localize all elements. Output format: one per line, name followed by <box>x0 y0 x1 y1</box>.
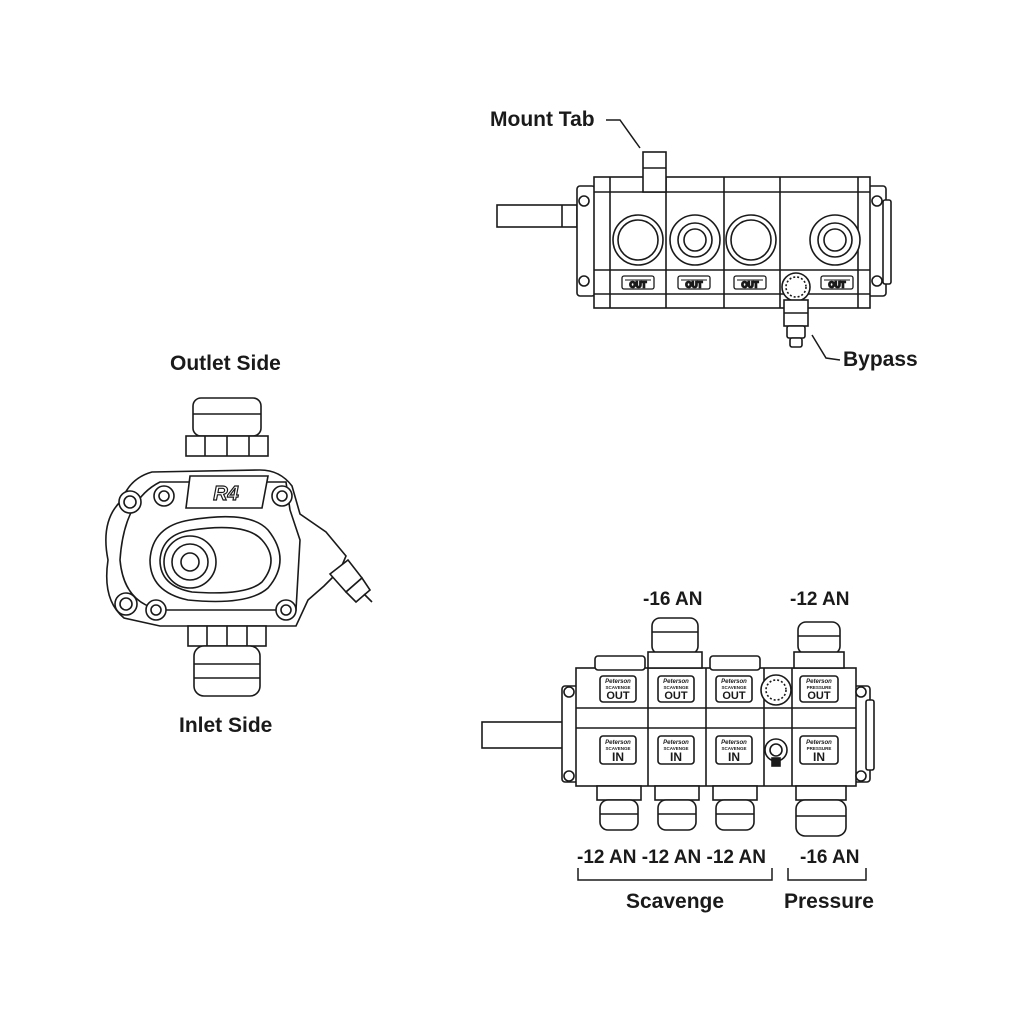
bottom-pump-view <box>481 617 875 837</box>
top-decal-out-2 <box>677 275 711 291</box>
top-16an-label: -16 AN <box>643 589 703 610</box>
decal-brand-1: Peterson <box>605 679 631 685</box>
scavenge-in-decal-2 <box>657 735 695 765</box>
decal-in-1: IN <box>612 750 624 764</box>
inlet-side-label: Inlet Side <box>179 714 273 737</box>
decal-pressure-2: PRESSURE <box>807 746 832 751</box>
decal-in-2: IN <box>670 750 682 764</box>
bottom-fitting-12an-2 <box>654 785 700 831</box>
decal-brand-3: Peterson <box>721 679 747 685</box>
end-pump-view: R4 <box>105 397 373 697</box>
scavenge-out-decal-2 <box>657 675 695 703</box>
decal-out-4: OUT <box>807 690 831 702</box>
end-shaft-hub <box>163 535 217 589</box>
decal-scavenge-5: SCAVENGE <box>664 746 689 751</box>
mount-tab-label: Mount Tab <box>490 108 595 131</box>
decal-scavenge-3: SCAVENGE <box>722 685 747 690</box>
top-decal-out-4 <box>820 275 854 291</box>
bottom-fitting-16an <box>795 785 847 837</box>
scavenge-out-decal-1 <box>599 675 637 703</box>
drive-shaft <box>496 204 578 228</box>
top-fitting-12an <box>793 621 845 669</box>
scavenge-in-decal-3 <box>715 735 753 765</box>
decal-in-3: IN <box>728 750 740 764</box>
top-decal-out-3 <box>733 275 767 291</box>
bottom-drive-shaft <box>481 721 565 749</box>
scavenge-label: Scavenge <box>626 890 725 913</box>
decal-brand-6: Peterson <box>663 740 689 746</box>
pressure-bracket <box>787 868 867 881</box>
top-port-1 <box>612 214 664 266</box>
decal-brand-7: Peterson <box>721 740 747 746</box>
top-fitting-16an <box>647 617 703 669</box>
decal-text-group: Peterson SCAVENGE OUT Peterson SCAVENGE … <box>605 679 832 764</box>
scavenge-in-decal-1 <box>599 735 637 765</box>
pressure-label: Pressure <box>784 890 874 913</box>
r4-logo-plate <box>185 475 269 509</box>
bottom-bypass-valve <box>760 674 792 767</box>
decal-brand-8: Peterson <box>806 740 832 746</box>
svg-text:R4: R4 <box>213 483 239 505</box>
mount-tab-leader <box>606 119 641 149</box>
bypass-label: Bypass <box>843 348 918 371</box>
outlet-fitting <box>185 397 269 457</box>
decal-out-3: OUT <box>722 690 746 702</box>
decal-brand-4: Peterson <box>806 679 832 685</box>
decal-scavenge-2: SCAVENGE <box>664 685 689 690</box>
mount-tab <box>642 151 667 193</box>
end-bypass-fitting <box>328 558 373 604</box>
decal-brand-2: Peterson <box>663 679 689 685</box>
bypass-leader <box>811 334 841 361</box>
top-12an-label: -12 AN <box>790 589 850 610</box>
decal-pressure-1: PRESSURE <box>807 685 832 690</box>
top-port-4 <box>809 214 861 266</box>
scavenge-out-decal-3 <box>715 675 753 703</box>
bottom-16an-label: -16 AN <box>800 847 860 868</box>
decal-scavenge-4: SCAVENGE <box>606 746 631 751</box>
decal-out-2: OUT <box>664 690 688 702</box>
decal-brand-5: Peterson <box>605 740 631 746</box>
pressure-in-decal <box>799 735 839 765</box>
top-port-2 <box>669 214 721 266</box>
outlet-side-label: Outlet Side <box>170 352 281 375</box>
decal-in-4: IN <box>813 750 825 764</box>
bottom-12an-labels: -12 AN -12 AN -12 AN <box>577 847 766 868</box>
inlet-fitting <box>187 625 267 697</box>
decal-scavenge-1: SCAVENGE <box>606 685 631 690</box>
scavenge-bracket <box>577 868 773 881</box>
top-port-3 <box>725 214 777 266</box>
top-decal-out-1 <box>621 275 655 291</box>
bypass-valve <box>781 272 811 348</box>
bottom-fitting-12an-3 <box>712 785 758 831</box>
decal-scavenge-6: SCAVENGE <box>722 746 747 751</box>
decal-out-1: OUT <box>606 690 630 702</box>
pressure-out-decal <box>799 675 839 703</box>
top-pump-view <box>496 151 892 348</box>
bottom-fitting-12an-1 <box>596 785 642 831</box>
